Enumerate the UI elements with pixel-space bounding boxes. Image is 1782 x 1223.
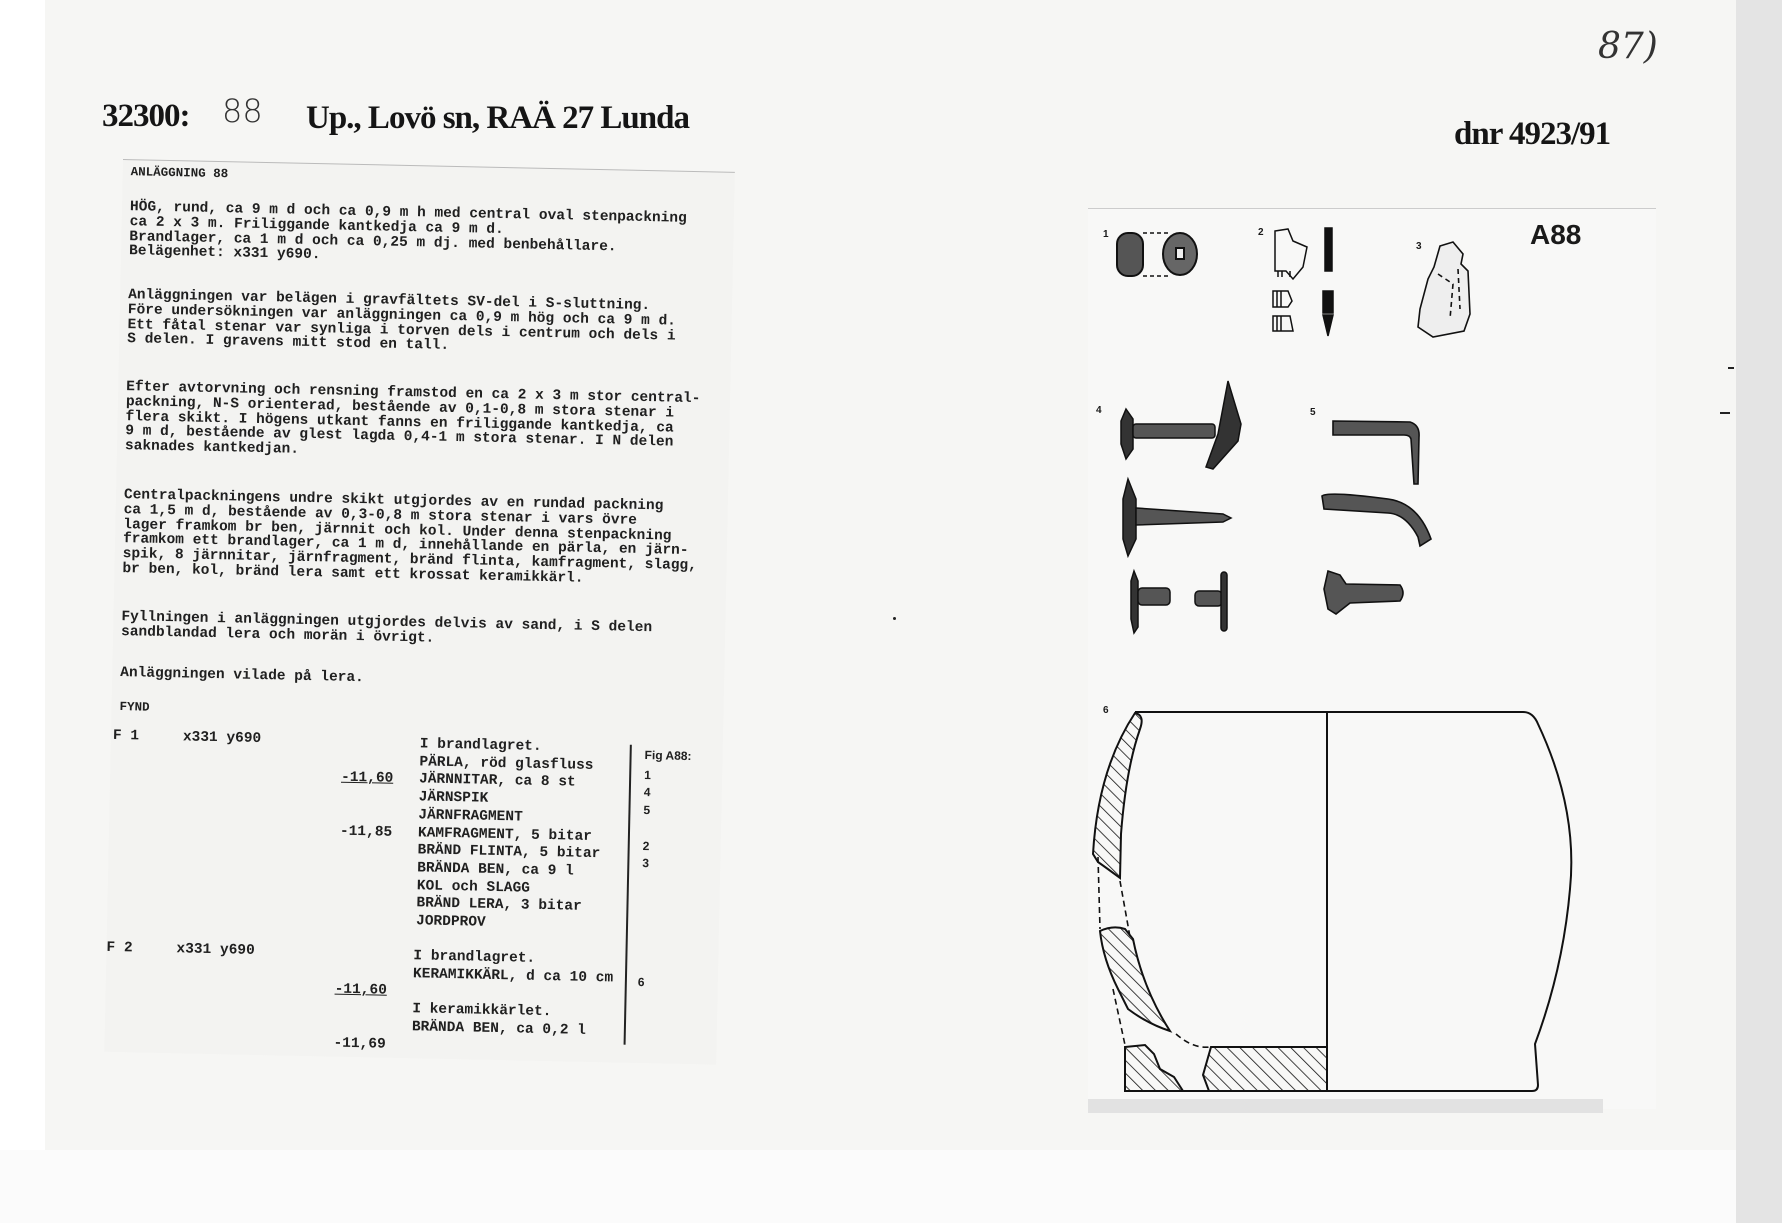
flint-drawing (1417, 241, 1471, 338)
fig-ref (638, 956, 645, 974)
catalog-prefix: 32300: (102, 98, 190, 134)
fig-heading: Fig A88: (644, 748, 692, 764)
paragraph-excavation: Efter avtorvning och rensning framstod e… (124, 379, 701, 458)
fig-ref (637, 1027, 644, 1045)
depth-bottom: -11,85 (339, 823, 393, 841)
fig-ref (637, 1009, 644, 1027)
find-id: F 2 (106, 939, 133, 957)
nail-drawings (1321, 420, 1432, 615)
find-coords: x331 y690 (182, 729, 262, 748)
feature-title: ANLÄGGNING 88 (130, 165, 229, 182)
fig-ref (644, 749, 651, 767)
dnr-number: dnr 4923/91 (1454, 116, 1611, 152)
paragraph-location: Anläggningen var belägen i gravfältets S… (127, 287, 677, 355)
scan-background (0, 1150, 1782, 1223)
scan-edge (1736, 0, 1782, 1223)
paragraph-filling: Fyllningen i anläggningen utgjordes delv… (120, 609, 653, 647)
fig-ref: 4 (643, 785, 651, 800)
find-item: BRÄNDA BEN, ca 0,2 l (411, 1019, 587, 1039)
fig-ref: 2 (642, 838, 650, 853)
paragraph-central-packing: Centralpackningens undre skikt utgjordes… (122, 487, 698, 587)
scan-mark (1728, 367, 1734, 369)
find-coords: x331 y690 (176, 941, 255, 959)
fig-column-divider (623, 744, 632, 1045)
fig-ref: 3 (642, 856, 650, 871)
depth-bottom: -11,69 (333, 1035, 386, 1053)
fig-ref (637, 991, 644, 1009)
fig-ref: 5 (643, 803, 651, 818)
fig-ref: 1 (644, 767, 652, 782)
paragraph-summary: HÖG, rund, ca 9 m d och ca 0,9 m h med c… (128, 199, 687, 264)
scan-dot (893, 617, 896, 620)
fig-ref: 6 (637, 974, 645, 989)
find-items: I brandlagret.KERAMIKKÄRL, d ca 10 cm I … (412, 948, 614, 1041)
finds-heading: FYND (119, 700, 150, 715)
fig-ref (641, 926, 648, 944)
figure-plate: A88 1 2 3 4 5 6 (1088, 208, 1656, 1113)
find-depth: -11,60 -11,85 (339, 735, 394, 878)
page-number-handwritten: 87) (1598, 26, 1658, 67)
fig-ref (642, 873, 649, 891)
fig-label-5: 5 (1310, 407, 1316, 418)
paragraph-subsoil: Anläggningen vilade på lera. (120, 665, 364, 687)
comb-fragment-drawing (1272, 227, 1334, 337)
catalog-number-handwritten: 88 (222, 92, 263, 130)
scan-shadow (1088, 1099, 1603, 1113)
site-location: Up., Lovö sn, RAÄ 27 Lunda (306, 100, 690, 136)
depth-top: -11,60 (334, 982, 388, 1000)
fig-ref (641, 891, 648, 909)
figure-title: A88 (1530, 219, 1582, 250)
fig-refs: 6 (637, 956, 646, 1045)
fig-refs: 1 4 5 2 3 (641, 749, 652, 944)
description-panel: ANLÄGGNING 88 HÖG, rund, ca 9 m d och ca… (104, 159, 735, 1065)
fig-ref (643, 820, 650, 838)
fig-label-6: 6 (1103, 705, 1109, 716)
fig-label-4: 4 (1096, 405, 1102, 416)
find-id: F 1 (112, 727, 140, 745)
depth-top: -11,60 (340, 770, 394, 788)
fig-label-3: 3 (1416, 241, 1422, 252)
find-depth: -11,60 -11,69 (333, 947, 388, 1090)
artifact-drawings (1091, 227, 1573, 1092)
fig-label-2: 2 (1258, 227, 1264, 238)
bead-drawing (1116, 232, 1198, 277)
rivet-drawings (1120, 380, 1242, 635)
scan-mark (1720, 412, 1730, 414)
fig-label-1: 1 (1103, 229, 1109, 240)
fig-ref (641, 908, 648, 926)
pottery-vessel-drawing (1091, 711, 1573, 1092)
